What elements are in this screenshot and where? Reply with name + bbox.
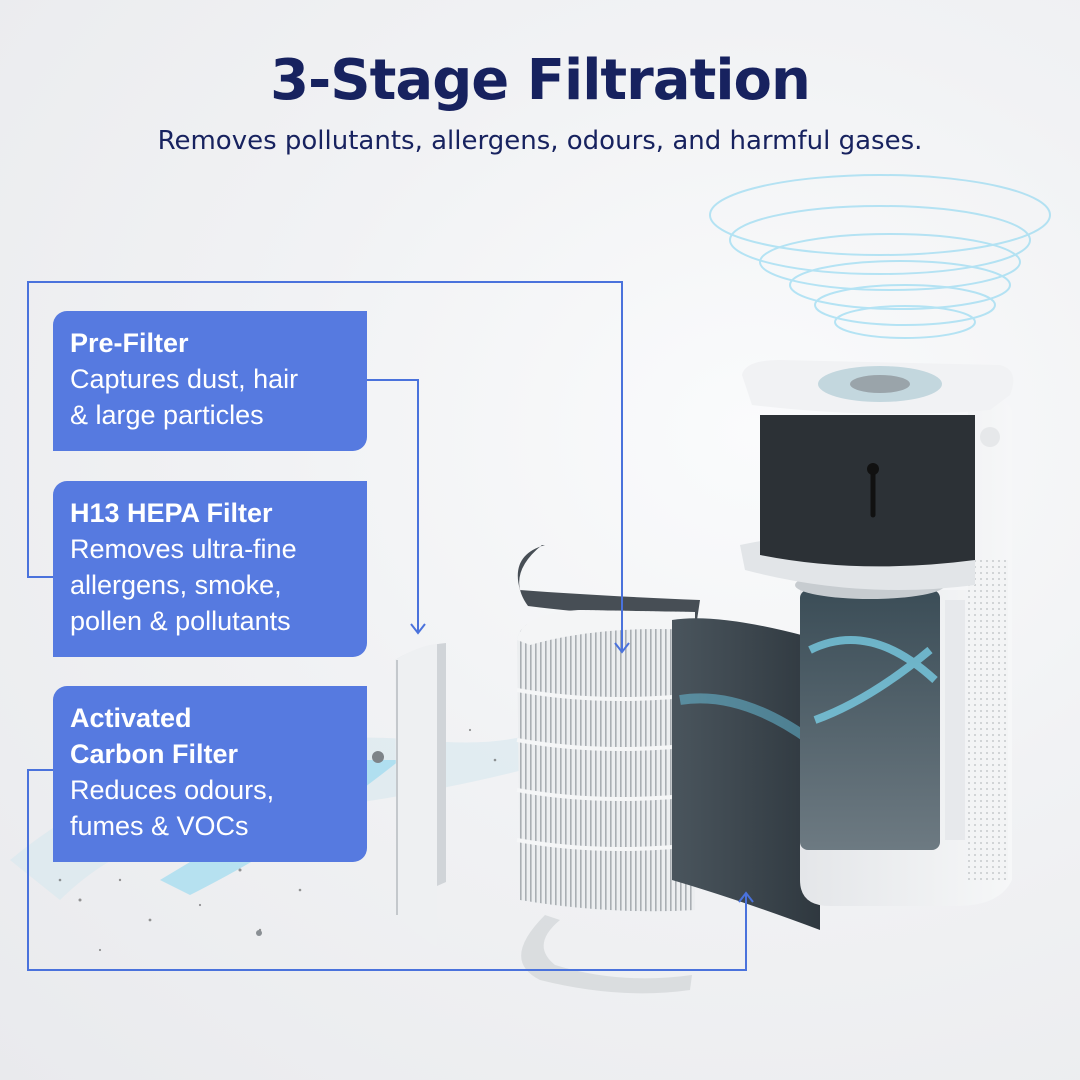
- hepa-filter-graphic: [516, 545, 700, 994]
- stage-description-line: & large particles: [70, 400, 264, 430]
- page-subtitle: Removes pollutants, allergens, odours, a…: [157, 126, 923, 156]
- stage-description-line: Captures dust, hair: [70, 364, 299, 394]
- connector-prefilter: [367, 379, 419, 632]
- stage-card-pre-filter: Pre-Filter Captures dust, hair & large p…: [53, 311, 367, 451]
- stage-title-line: Activated: [70, 703, 192, 733]
- pre-filter-graphic: [395, 643, 446, 947]
- air-swirl-graphic: [709, 174, 1051, 339]
- stage-title: H13 HEPA Filter: [70, 498, 273, 528]
- air-purifier-graphic: [740, 360, 1014, 906]
- stage-description-line: fumes & VOCs: [70, 811, 249, 841]
- stage-card-carbon-filter: Activated Carbon Filter Reduces odours, …: [53, 686, 367, 862]
- stage-card-hepa-filter: H13 HEPA Filter Removes ultra-fine aller…: [53, 481, 367, 657]
- page-title: 3-Stage Filtration: [270, 48, 811, 113]
- stage-title-line: Carbon Filter: [70, 739, 239, 769]
- stage-description-line: Removes ultra-fine: [70, 534, 297, 564]
- stage-title: Pre-Filter: [70, 328, 189, 358]
- stage-description-line: pollen & pollutants: [70, 606, 291, 636]
- carbon-filter-graphic: [672, 618, 820, 930]
- stage-description-line: allergens, smoke,: [70, 570, 282, 600]
- stage-description-line: Reduces odours,: [70, 775, 275, 805]
